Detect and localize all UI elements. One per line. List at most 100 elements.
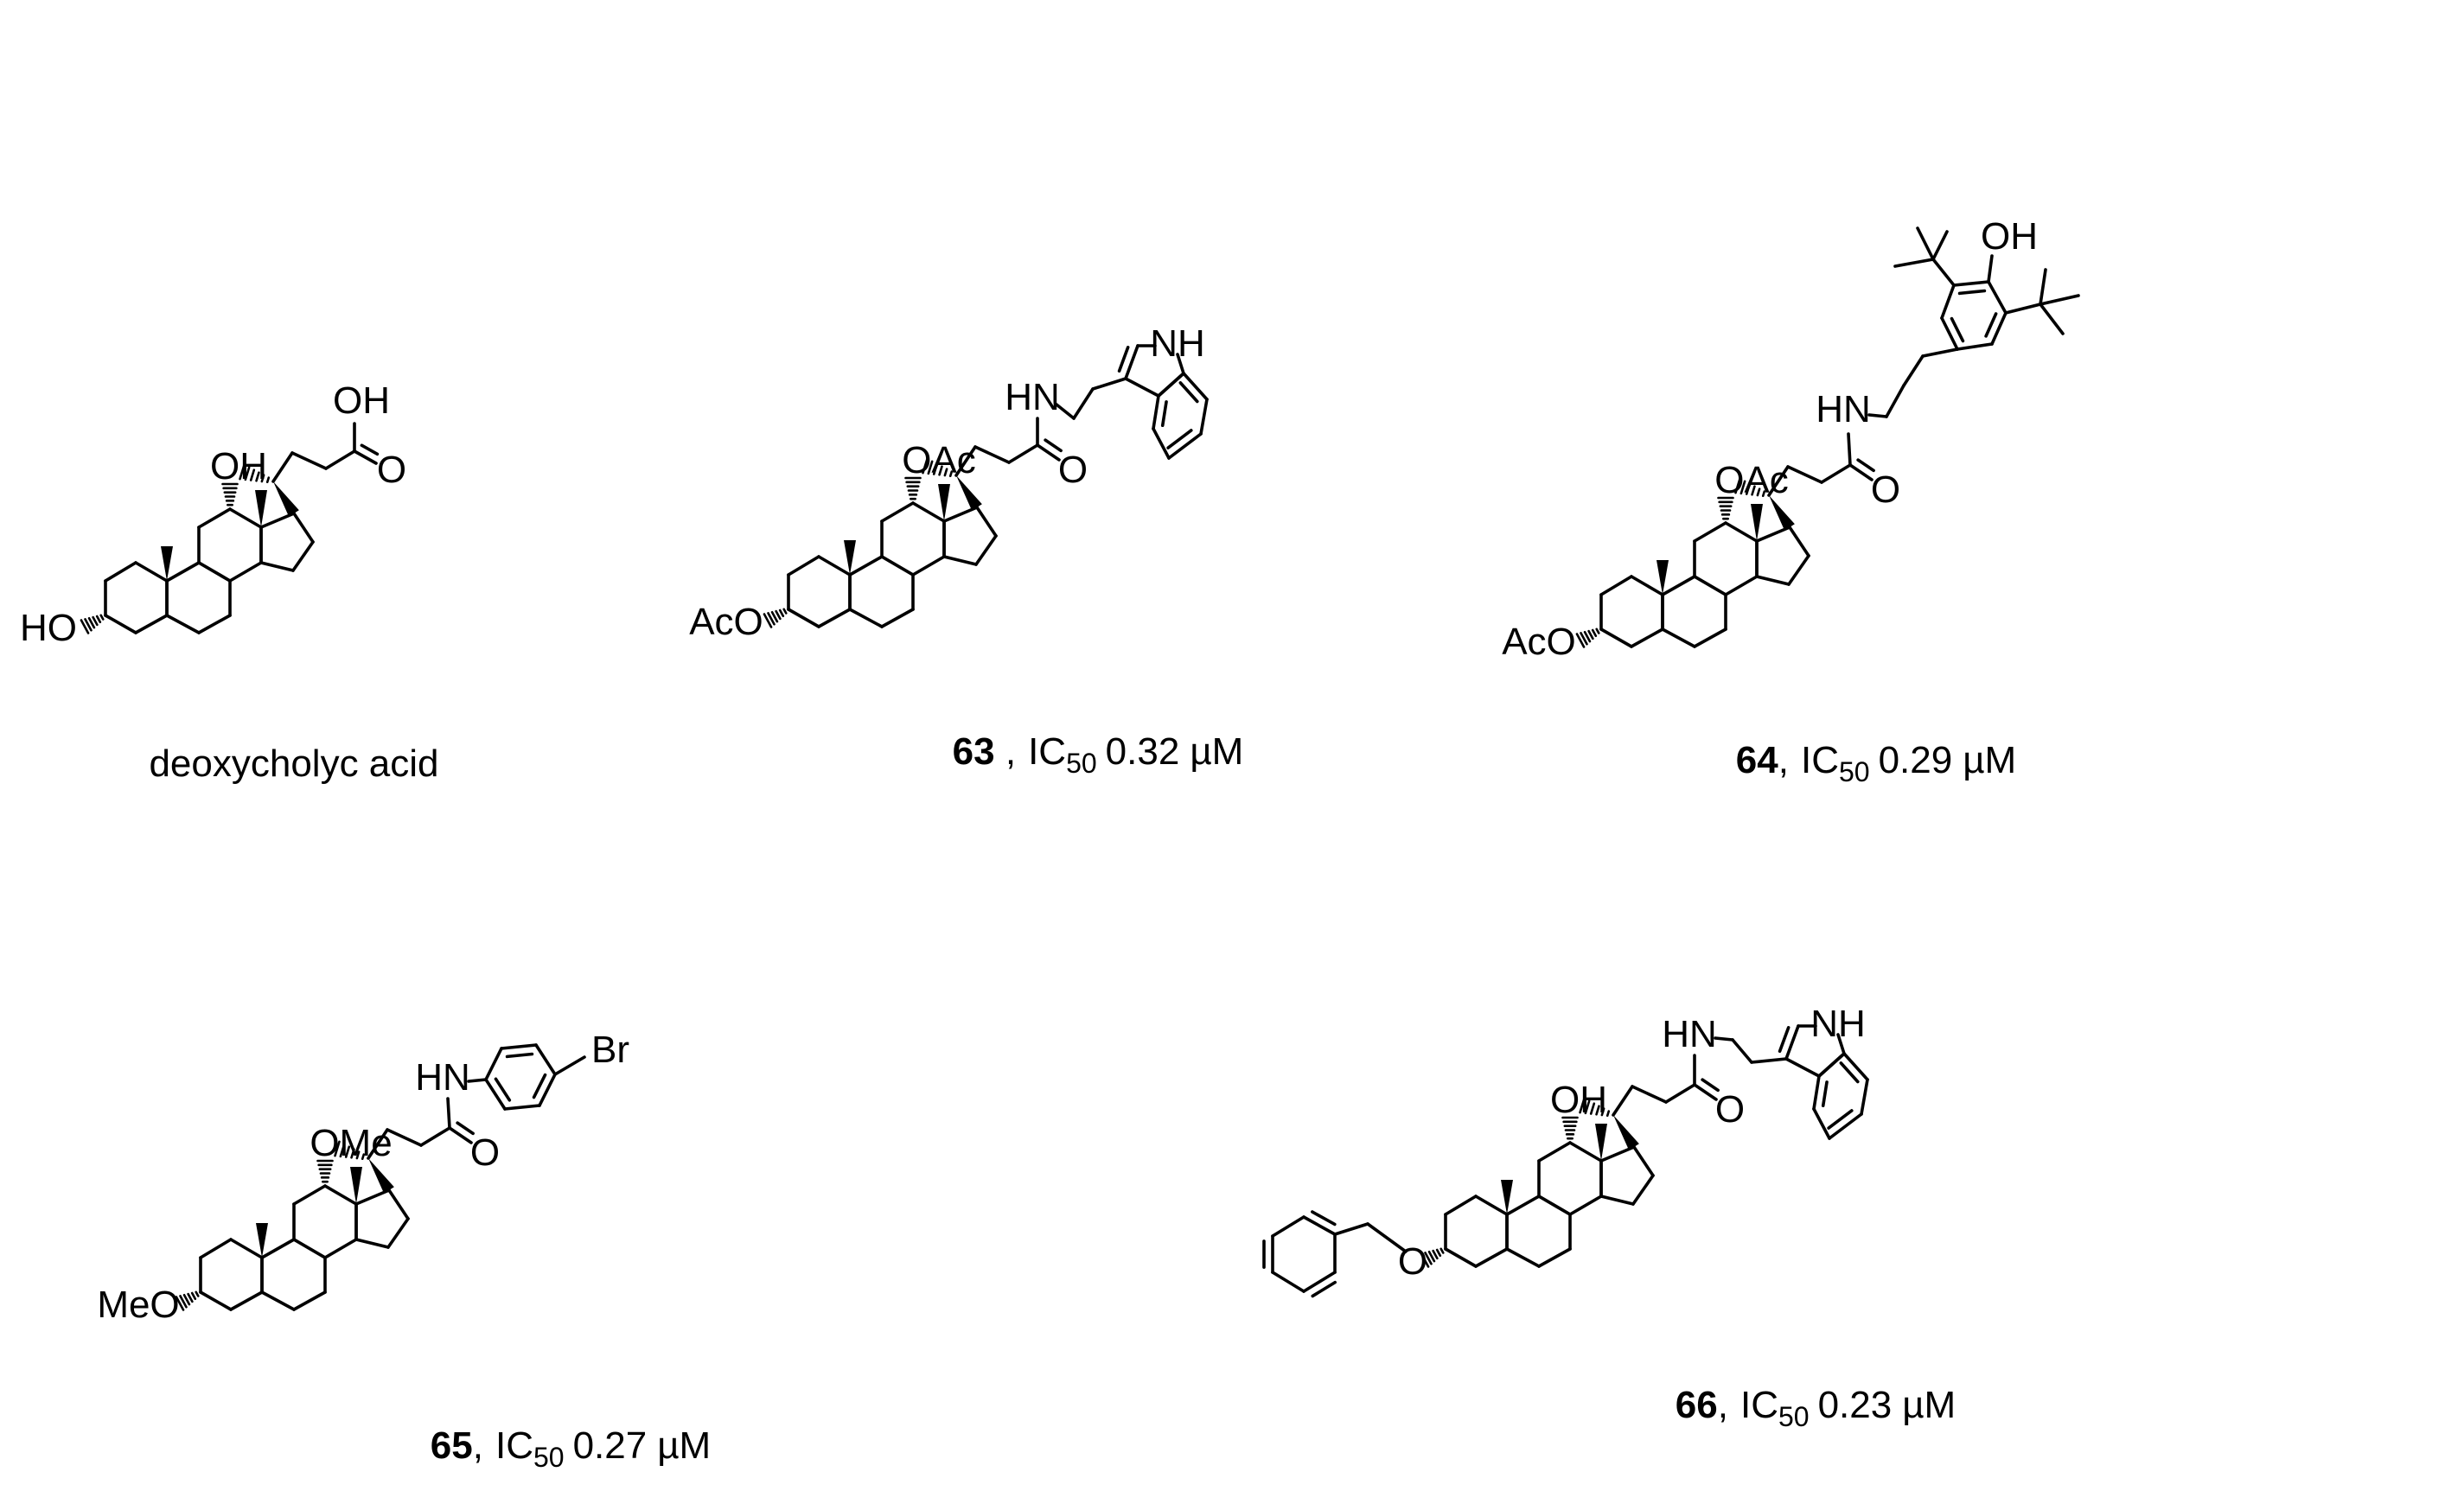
c63-c17-sidechain-wedge [956,475,982,511]
c65-n-aryl-bond [467,1078,488,1083]
c66-benzene-double-bond [1842,1052,1869,1081]
c64-amide-nh-label: HN [1816,388,1871,430]
c63-c21-methyl-hashed [922,457,929,475]
deoxycholic-ring-c-bond [197,507,232,529]
compound-number-65: 65 [431,1424,473,1467]
c64-ring-b-bond [1693,628,1727,648]
c65-ring-a-bond [199,1290,233,1311]
c64-tbutyl-bond [2004,303,2042,315]
c63-c19-methyl-wedge [844,540,856,575]
c64-c21-methyl-hashed [1756,487,1761,497]
deoxycholic-c3-oxygen-hashed [92,615,99,627]
caption-66-unit: µM [1902,1384,1956,1426]
c63-benzene-double-bond [1178,381,1199,404]
compound-number-64: 64 [1736,739,1778,781]
deoxycholic-c21-methyl-hashed [255,471,260,482]
deoxycholic-ring-a-bond [134,561,169,583]
c66-c21-methyl-hashed [1595,1105,1600,1116]
c64-sidechain-bond [1786,465,1823,484]
c64-12-acetoxy-label: OAc [1714,459,1789,501]
c64-c21-methyl-hashed [1751,485,1756,496]
caption-63-separator: , [995,730,1016,773]
c66-c17-sidechain-wedge [1613,1115,1639,1150]
c64-ring-c-bond [1724,575,1759,596]
c64-sidechain-bond [1767,465,1790,497]
c63-ring-b-bond [880,608,915,628]
c63-amide-nh-label: HN [1005,376,1060,418]
c66-c18-methyl-wedge [1595,1124,1607,1161]
caption-64-separator: , [1778,739,1789,781]
c66-ring-a-bond [1444,1247,1478,1268]
c63-ring-c-bond [880,501,915,523]
c65-c21-methyl-hashed [344,1145,351,1158]
c64-amide-carbonyl [1856,458,1875,473]
c66-amide-o-label: O [1715,1088,1745,1131]
c64-ring-c-bond [1724,521,1759,543]
c66-benzene-double-bond [1821,1080,1829,1108]
c64-ring-b-bond [1661,575,1696,596]
c66-ring-b-bond [1537,1247,1572,1268]
c64-tbutyl-methyl [1893,258,1935,268]
c66-c3-oxygen-hashed [1439,1247,1445,1254]
c63-c21-methyl-hashed [938,465,943,476]
c63-benzene-bond [1199,398,1209,436]
deoxycholic-c21-methyl-hashed [239,463,246,481]
c66-benzyl-ring-double-bond [1311,1210,1337,1227]
c63-ring-a-bond [817,555,852,577]
c63-amide-o-label: O [1058,449,1088,491]
caption-63-ic: IC [1028,730,1066,773]
c64-c19-methyl-wedge [1656,560,1669,595]
c64-c3-oxygen-hashed [1580,632,1588,646]
c63-pyrrole-double-bond [1117,346,1130,373]
caption-63-ic-sub: 50 [1066,748,1097,779]
c64-ring-c-bond [1693,521,1727,543]
c63-sidechain-bond [954,445,977,477]
c64-phenol-ring-double-bond [1950,316,1965,343]
c66-c21-methyl-hashed [1600,1107,1605,1117]
c66-c21-methyl-hashed [1584,1099,1591,1115]
c63-benzene-bond [1157,372,1185,398]
c66-benzyl-ring-bond [1271,1271,1305,1293]
deoxycholic-c3-oxygen-hashed [87,616,96,629]
c64-linker-bond [1921,347,1959,358]
c66-pyrrole-double-bond [1778,1026,1791,1054]
c63-ring-c-bond [911,501,946,523]
c63-ring-b-bond [848,608,884,628]
c65-ring-a-bond [199,1238,233,1259]
c64-ring-d-bond [1755,575,1791,586]
c66-ring-b-bond [1505,1195,1541,1216]
deoxycholic-acid-carbonyl [360,443,380,456]
c66-ring-a-bond [1474,1247,1509,1268]
c64-c17-sidechain-wedge [1769,495,1795,531]
c63-c21-methyl-hashed [948,470,954,478]
c64-tbutyl-bond [1931,258,1956,287]
deoxycholic-ring-b-bond [165,561,201,583]
deoxycholic-ring-c-bond [197,561,232,583]
deoxycholic-12-hydroxy-label: OH [210,445,267,487]
c66-ring-d-bond [1599,1195,1635,1206]
c65-ring-d-bond [354,1238,390,1249]
deoxycholic-sidechain-bond [271,451,294,483]
caption-66-value: 0.23 [1818,1384,1893,1426]
deoxycholic-ring-b-bond [197,614,232,634]
c65-c3-oxygen-hashed [195,1290,200,1297]
c65-c-br-bond [553,1055,586,1076]
c66-ring-c-bond [1537,1141,1572,1163]
c63-benzene-double-bond [1160,400,1168,428]
c65-sidechain-bond [419,1126,451,1147]
deoxycholic-c3-oxygen-hashed [84,618,93,632]
c65-aryl-ring-double-bond [494,1077,512,1102]
c66-ring-a-bond [1474,1195,1509,1216]
c65-aryl-ring-bond [534,1043,557,1076]
c63-ring-d-bond [974,534,998,566]
c64-phenol-ring-bond [1987,280,2008,315]
c66-pyrrole-bond [1784,1057,1821,1078]
c65-aryl-ring-bond [503,1104,541,1111]
c63-indole-nh-label: NH [1150,322,1205,365]
c63-c3-oxygen-hashed [782,608,788,615]
c65-bromo-label: Br [591,1029,629,1071]
